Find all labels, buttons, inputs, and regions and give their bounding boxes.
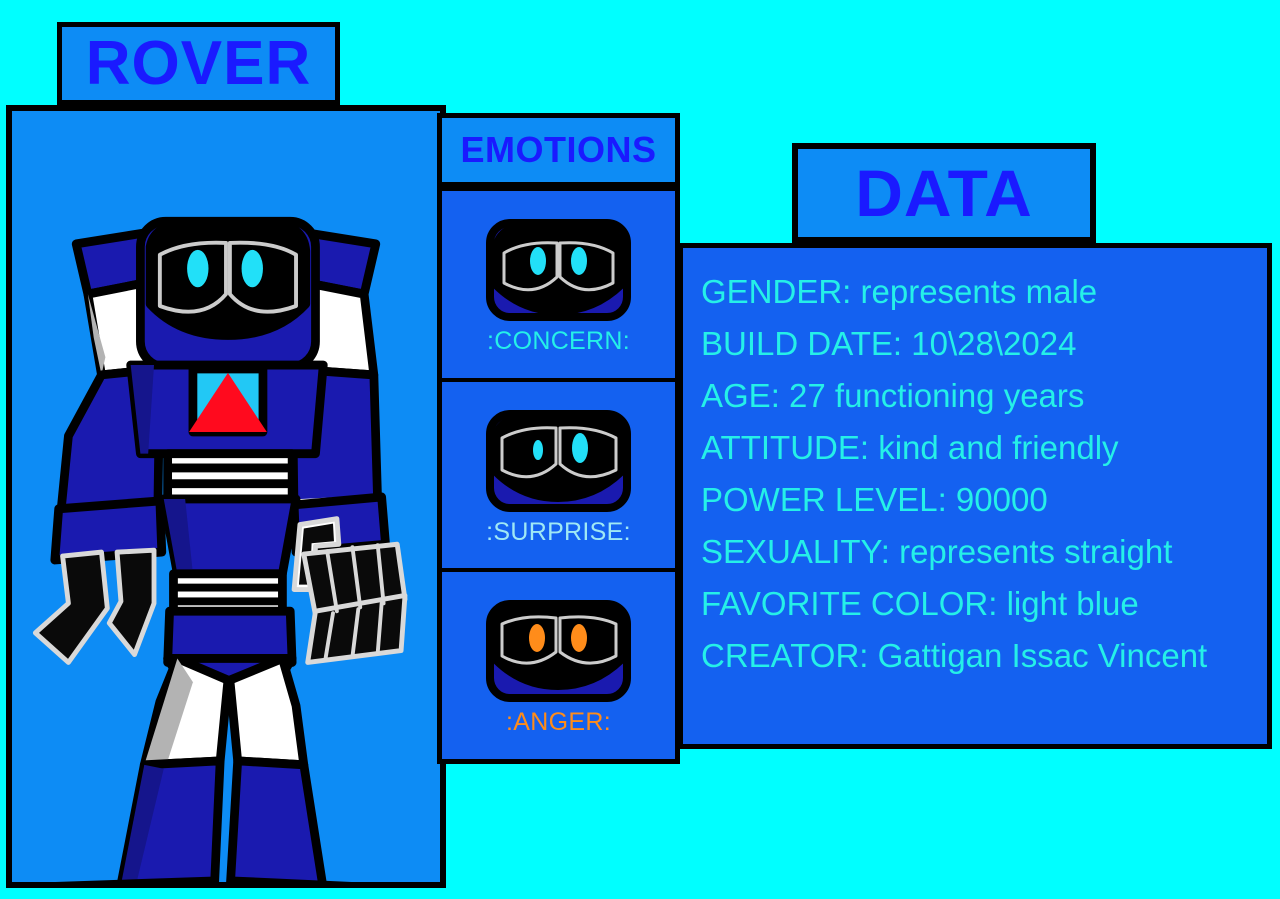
data-stats-panel: GENDER: represents male BUILD DATE: 10\2… <box>678 243 1272 749</box>
robot-illustration-panel <box>6 105 446 888</box>
page-title: ROVER <box>85 28 312 98</box>
emotions-title: EMOTIONS <box>460 129 657 170</box>
data-line-age: AGE: 27 functioning years <box>701 377 1085 414</box>
emotions-list: :CONCERN: :SURPRISE: :AN <box>437 186 680 764</box>
face-anger <box>486 600 631 703</box>
data-title: DATA <box>855 156 1033 230</box>
data-line-power-level: POWER LEVEL: 90000 <box>701 481 1048 518</box>
robot-character-drawing <box>32 216 408 882</box>
data-line-gender: GENDER: represents male <box>701 273 1098 310</box>
data-line-build-date: BUILD DATE: 10\28\2024 <box>701 325 1077 362</box>
emotion-label-concern: :CONCERN: <box>487 326 630 355</box>
emotion-label-surprise: :SURPRISE: <box>486 517 631 546</box>
emotion-item-anger: :ANGER: <box>442 572 675 760</box>
data-line-favorite-color: FAVORITE COLOR: light blue <box>701 585 1139 622</box>
rover-title-panel: ROVER <box>57 22 340 105</box>
emotion-label-anger: :ANGER: <box>506 708 611 737</box>
data-line-sexuality: SEXUALITY: represents straight <box>701 533 1173 570</box>
emotion-item-surprise: :SURPRISE: <box>442 381 675 573</box>
data-line-creator: CREATOR: Gattigan Issac Vincent <box>701 637 1208 674</box>
emotions-header-panel: EMOTIONS <box>437 113 680 187</box>
data-title-panel: DATA <box>792 143 1096 243</box>
data-line-attitude: ATTITUDE: kind and friendly <box>701 429 1119 466</box>
face-concern <box>486 218 631 321</box>
emotion-item-concern: :CONCERN: <box>442 191 675 382</box>
face-surprise <box>486 409 631 512</box>
